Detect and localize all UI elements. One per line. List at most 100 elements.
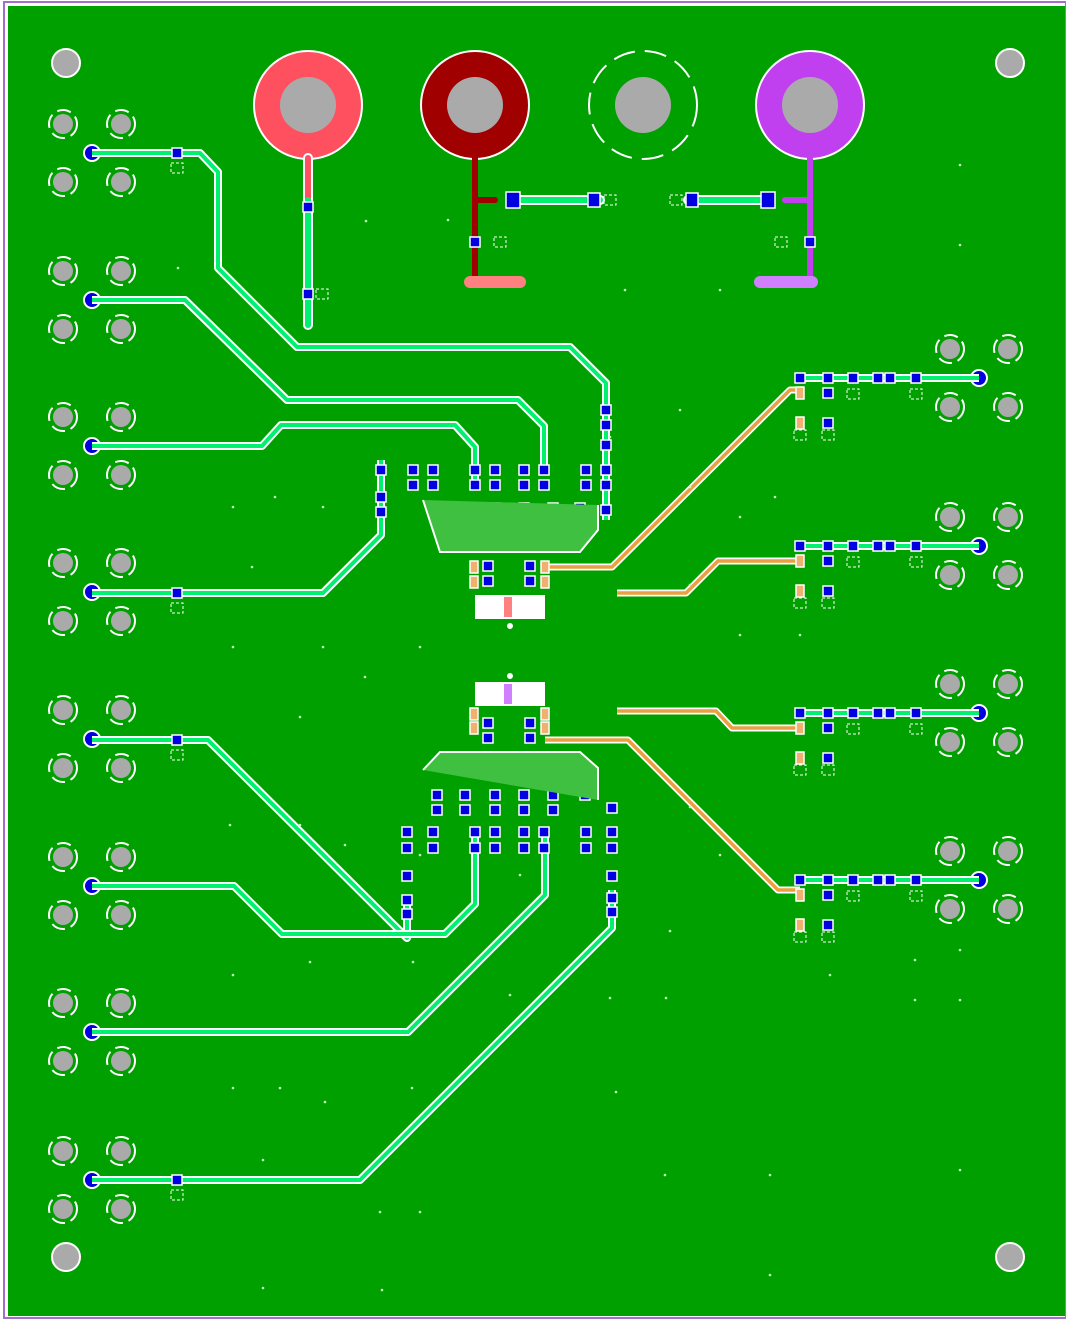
smd-pad xyxy=(407,464,419,476)
output-trace xyxy=(617,709,800,730)
sma-connector xyxy=(935,836,1023,924)
sma-ground-pin xyxy=(998,899,1018,919)
stitching-via xyxy=(688,805,692,809)
smd-pad xyxy=(469,707,479,721)
smd-pad xyxy=(489,826,501,838)
smd-pad xyxy=(606,802,618,814)
output-trace xyxy=(545,738,800,892)
sma-ground-ring xyxy=(48,109,78,139)
stitching-via xyxy=(958,948,962,952)
sma-ground-pin xyxy=(940,339,960,359)
smd-pad xyxy=(302,288,314,300)
stitching-via xyxy=(608,996,612,1000)
smd-pad xyxy=(401,894,413,906)
sma-ground-pin xyxy=(111,172,131,192)
signal-trace xyxy=(92,151,608,520)
sma-ground-pin xyxy=(940,674,960,694)
smd-pad xyxy=(431,804,443,816)
sma-ground-ring xyxy=(935,560,965,590)
smd-pad xyxy=(600,479,612,491)
stitching-via xyxy=(343,843,347,847)
sma-ground-pin xyxy=(53,758,73,778)
smd-pad xyxy=(600,504,612,516)
stitching-via xyxy=(298,823,302,827)
smd-pad xyxy=(794,707,806,719)
stitching-via xyxy=(228,823,232,827)
sma-ground-ring xyxy=(993,334,1023,364)
smd-pad xyxy=(600,439,612,451)
smd-pad xyxy=(505,191,521,209)
sma-ground-ring xyxy=(106,606,136,636)
sma-ground-pin xyxy=(998,674,1018,694)
power-traces xyxy=(303,153,818,330)
sma-ground-ring xyxy=(106,256,136,286)
stitching-via xyxy=(308,960,312,964)
sma-ground-pin xyxy=(998,507,1018,527)
stitching-via xyxy=(718,853,722,857)
smd-pad xyxy=(482,575,494,587)
pad-outline xyxy=(793,764,807,776)
smd-pad xyxy=(375,491,387,503)
sma-ground-pin xyxy=(53,611,73,631)
sma-ground-ring xyxy=(106,988,136,1018)
smd-pad xyxy=(401,826,413,838)
sma-ground-pin xyxy=(111,114,131,134)
sma-ground-pin xyxy=(53,261,73,281)
mounting-holes xyxy=(51,48,1025,1272)
sma-connector xyxy=(48,402,136,490)
smd-pad xyxy=(459,804,471,816)
smd-pad xyxy=(795,386,805,400)
smd-pad xyxy=(600,419,612,431)
stitching-via xyxy=(380,1288,384,1292)
smd-pad xyxy=(795,554,805,568)
sma-ground-pin xyxy=(940,841,960,861)
stitching-via xyxy=(363,675,367,679)
smd-pad xyxy=(171,147,183,159)
smd-pad xyxy=(518,842,530,854)
pad-outline xyxy=(909,556,923,568)
sma-ground-pin xyxy=(111,319,131,339)
signal-trace xyxy=(92,835,477,936)
stitching-via xyxy=(678,408,682,412)
sma-ground-pin xyxy=(53,172,73,192)
sma-connector xyxy=(48,256,136,344)
sma-ground-ring xyxy=(106,1136,136,1166)
smd-pad xyxy=(538,464,550,476)
smd-pad xyxy=(884,372,896,384)
sma-ground-ring xyxy=(106,314,136,344)
sma-ground-ring xyxy=(48,402,78,432)
sma-ground-ring xyxy=(993,669,1023,699)
sma-ground-pin xyxy=(53,700,73,720)
sma-ground-pin xyxy=(53,993,73,1013)
pad-outline xyxy=(493,236,507,248)
stitching-via xyxy=(913,998,917,1002)
smd-pad xyxy=(847,707,859,719)
smd-pad xyxy=(910,707,922,719)
sma-ground-pin xyxy=(998,565,1018,585)
smd-pad xyxy=(401,870,413,882)
sma-ground-pin xyxy=(53,1199,73,1219)
stitching-via xyxy=(718,288,722,292)
pad-outline xyxy=(170,749,184,761)
smd-pad xyxy=(884,707,896,719)
stitching-via xyxy=(768,1273,772,1277)
smd-pad xyxy=(538,842,550,854)
smd-pad xyxy=(469,560,479,574)
smd-pad xyxy=(489,464,501,476)
pad-outline xyxy=(669,194,683,206)
sma-ground-ring xyxy=(48,1194,78,1224)
signal-trace xyxy=(92,835,547,1034)
sma-ground-pin xyxy=(53,407,73,427)
smd-pad xyxy=(518,789,530,801)
smd-pad xyxy=(872,707,884,719)
sma-ground-ring xyxy=(935,392,965,422)
smd-pad xyxy=(822,585,834,597)
smd-pad xyxy=(822,752,834,764)
smd-pad xyxy=(822,919,834,931)
sma-ground-pin xyxy=(111,1141,131,1161)
sma-ground-ring xyxy=(106,1046,136,1076)
stitching-via xyxy=(250,565,254,569)
smd-pad xyxy=(482,560,494,572)
